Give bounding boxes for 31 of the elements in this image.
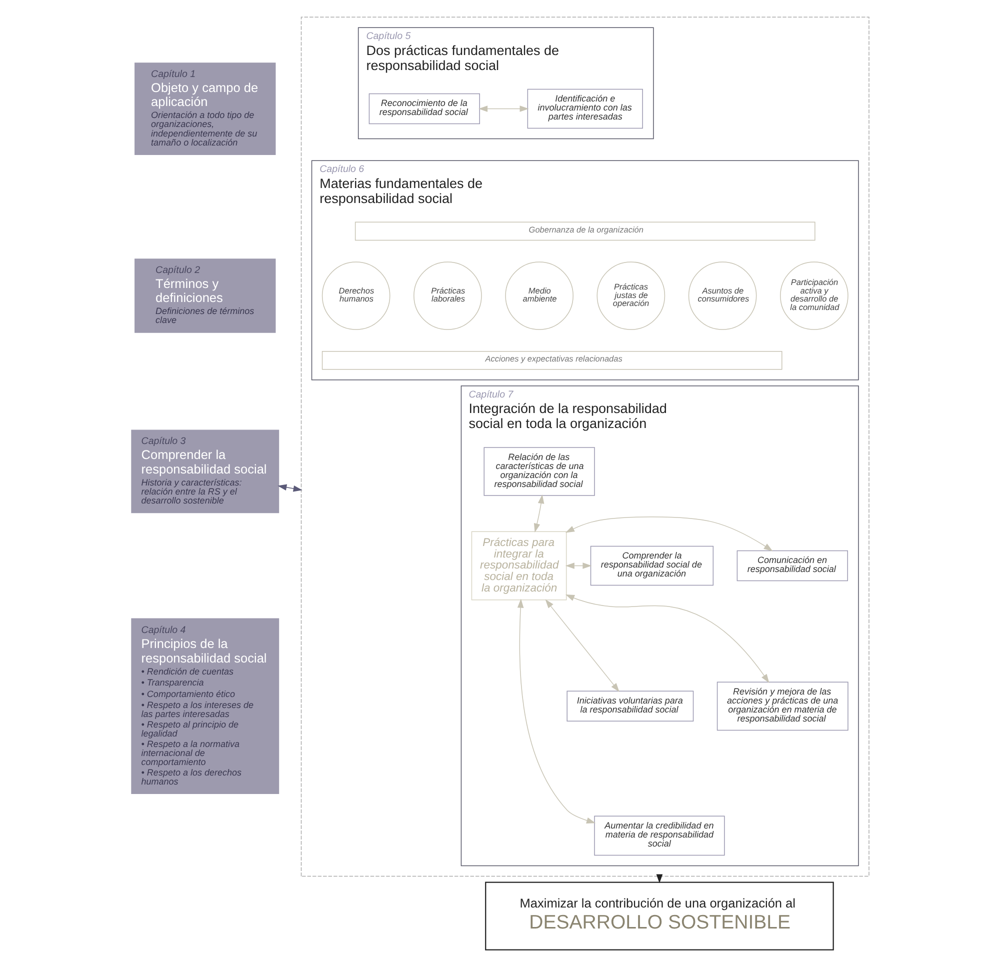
node-box: Capítulo 3 Comprender la responsabilidad social Historia y características: relación entre la RS y el desarrollo sostenible <box>131 430 280 514</box>
node-circle: Medio ambiente <box>505 262 574 330</box>
node-box: Aumentar la credibilidad en materia de responsabilidad social <box>594 816 725 856</box>
node-circle: Participación activa y desarrollo de la comunidad <box>780 262 848 330</box>
arrow <box>478 106 529 112</box>
arrow <box>565 594 770 684</box>
node-box: Revisión y mejora de las acciones y prácticas de una organización en materia de responsabilidad social <box>716 682 848 731</box>
node-box: Capítulo 2 Términos y definiciones Definiciones de términos clave <box>134 258 276 333</box>
node-box: Acciones y expectativas relacionadas <box>322 350 782 370</box>
arrow <box>565 562 592 569</box>
node-circle: Asuntos de consumidores <box>688 262 757 330</box>
arrow <box>534 494 544 533</box>
node-box: Prácticas para integrar la responsabilidad social en toda la organización <box>471 531 567 600</box>
node-box: Comunicación en responsabilidad social <box>736 550 848 582</box>
arrow <box>565 516 773 552</box>
node-box: Capítulo 1 Objeto y campo de aplicación Orientación a todo tipo de organizaciones, independientemente de su tamaño o localización <box>134 62 276 155</box>
node-circle: Prácticas justas de operación <box>596 262 666 330</box>
node-box: Relación de las características de una organización con la responsabilidad social <box>484 447 595 496</box>
arrow <box>278 484 302 492</box>
node-circle: Prácticas laborales <box>414 262 482 330</box>
node-box: Comprender la responsabilidad social de una organización <box>590 546 714 586</box>
node-box: Iniciativas voluntarias para la responsabilidad social <box>566 690 694 722</box>
cluster <box>300 16 870 877</box>
node-box: Gobernanza de la organización <box>354 222 816 241</box>
node-box: Reconocimiento de la responsabilidad social <box>368 93 480 124</box>
node-box: Maximizar la contribución de una organización al DESARROLLO SOSTENIBLE <box>485 882 834 950</box>
arrow <box>517 598 596 824</box>
arrow <box>545 599 620 692</box>
node-circle: Derechos humanos <box>322 262 390 330</box>
node-box: Identificación e involucramiento con las partes interesadas <box>527 88 643 129</box>
node-box: Capítulo 4 Principios de la responsabilidad social • Rendición de cuentas • Transparencia • Comportamiento ético • Respeto a los intereses de las partes interesadas • Respeto al principio de legalidad • Respeto a la normativa internacional de comportamiento • Respeto a los derechos humanos <box>131 618 280 794</box>
